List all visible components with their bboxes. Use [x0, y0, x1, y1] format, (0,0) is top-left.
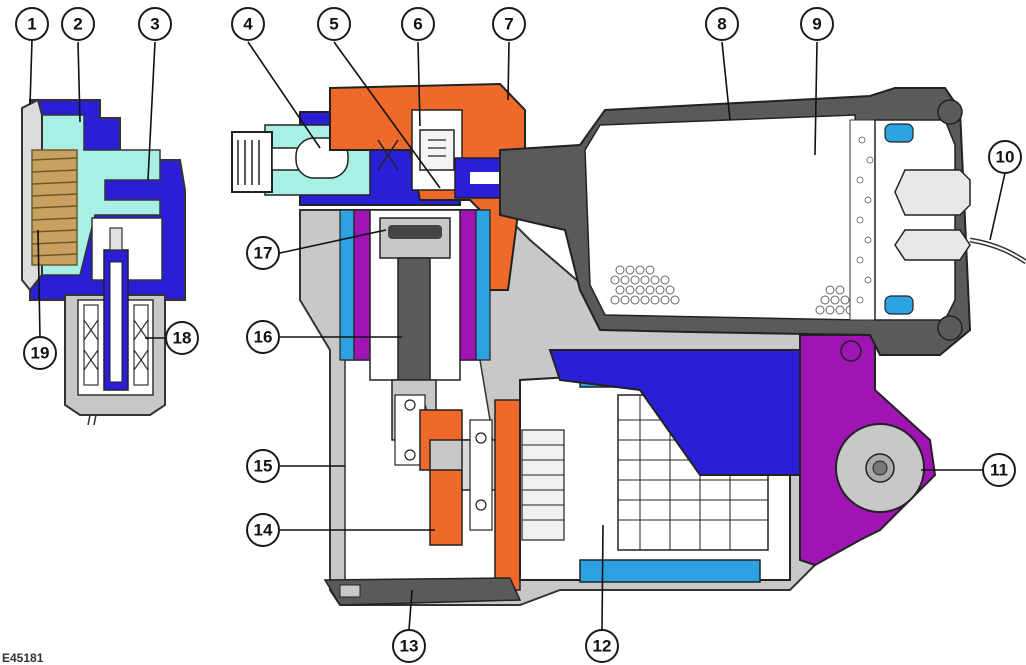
air-pipe [969, 237, 1026, 265]
svg-text:8: 8 [717, 15, 726, 34]
filter-screen [849, 119, 879, 321]
svg-text:16: 16 [254, 328, 273, 347]
callout-8: 8 [705, 7, 739, 41]
callout-13: 13 [392, 629, 426, 663]
callout-4: 4 [231, 7, 265, 41]
svg-text:7: 7 [504, 15, 513, 34]
cylinder-liner-right [459, 209, 477, 361]
pipe-fitting-lower [894, 229, 971, 261]
air-dryer-assembly [499, 87, 1026, 356]
svg-text:9: 9 [812, 15, 821, 34]
callout-12: 12 [585, 629, 619, 663]
svg-text:10: 10 [996, 148, 1015, 167]
callout-15: 15 [246, 449, 280, 483]
coil-element [31, 149, 78, 266]
svg-text:3: 3 [150, 15, 159, 34]
svg-text:4: 4 [243, 15, 253, 34]
callout-3: 3 [138, 7, 172, 41]
dryer-end-cap [874, 119, 956, 321]
svg-text:11: 11 [990, 461, 1008, 480]
svg-text:19: 19 [31, 344, 50, 363]
svg-text:12: 12 [593, 637, 612, 656]
svg-text:14: 14 [254, 521, 273, 540]
svg-text:6: 6 [413, 15, 422, 34]
callout-10: 10 [988, 140, 1022, 174]
motor-magnet-bottom [579, 559, 761, 583]
callout-19: 19 [23, 336, 57, 370]
svg-text:1: 1 [27, 15, 36, 34]
figure-code: E45181 [2, 651, 44, 665]
svg-text:2: 2 [73, 15, 82, 34]
svg-text:18: 18 [173, 329, 192, 348]
callout-14: 14 [246, 513, 280, 547]
callout-7: 7 [492, 7, 526, 41]
callout-2: 2 [61, 7, 95, 41]
leader-lines [29, 39, 1006, 631]
callout-6: 6 [401, 7, 435, 41]
callout-16: 16 [246, 320, 280, 354]
svg-text:17: 17 [254, 244, 273, 263]
connecting-rod [397, 257, 431, 389]
compressor-assembly [231, 82, 937, 606]
callout-17: 17 [246, 236, 280, 270]
desiccant-beads [610, 265, 855, 315]
base-plate [323, 577, 522, 606]
callout-11: 11 [982, 453, 1016, 487]
callout-5: 5 [317, 7, 351, 41]
callout-9: 9 [800, 7, 834, 41]
pipe-fitting-upper [894, 169, 971, 216]
svg-text:15: 15 [254, 457, 273, 476]
callout-1: 1 [15, 7, 49, 41]
commutator [521, 429, 565, 541]
solenoid-coil [83, 304, 149, 386]
motor-flange-orange [494, 399, 521, 591]
svg-text:5: 5 [329, 15, 338, 34]
callout-18: 18 [165, 321, 199, 355]
solenoid-valve-assembly [21, 98, 186, 426]
svg-text:13: 13 [400, 637, 419, 656]
